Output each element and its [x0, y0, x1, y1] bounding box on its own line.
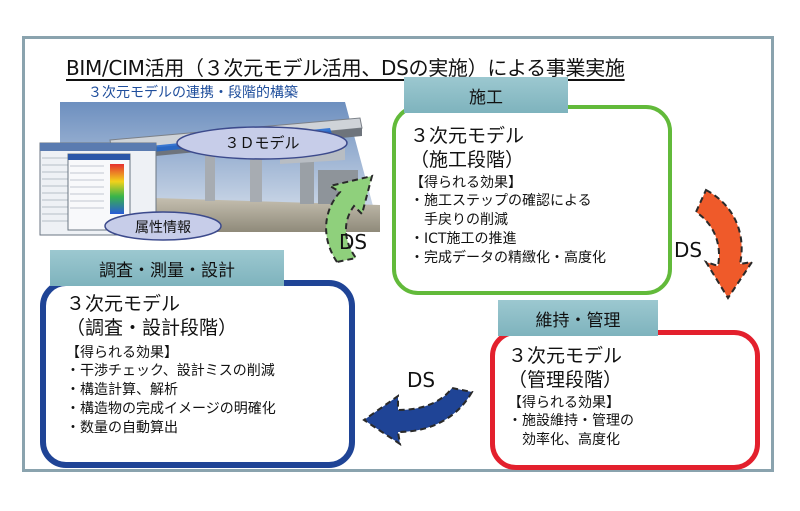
ds-label-bottom: DS: [407, 368, 436, 392]
survey-effect-item: ・干渉チェック、設計ミスの削減: [66, 363, 275, 379]
survey-stage-label: 調査・測量・設計: [50, 250, 284, 286]
main-title: BIM/CIM活用（３次元モデル活用、DSの実施）による事業実施: [66, 56, 625, 80]
maintenance-stage-content: ３次元モデル （管理段階） 【得られる効果】 ・施設維持・管理の 効率化、高度化: [508, 344, 634, 450]
construction-effect-item: 手戻りの削減: [410, 212, 508, 228]
ds-arrow-right: [694, 188, 755, 300]
survey-effect-item: ・数量の自動算出: [66, 420, 178, 436]
construction-stage-label: 施工: [404, 77, 568, 113]
attribute-callout-ellipse: [104, 211, 222, 241]
attribute-callout-label: 属性情報: [135, 220, 191, 236]
construction-phase: （施工段階）: [410, 149, 525, 171]
construction-model-title: ３次元モデル: [410, 125, 525, 147]
model-callout-ellipse: [176, 126, 348, 160]
ds-label-left: DS: [339, 230, 368, 254]
survey-stage-content: ３次元モデル （調査・設計段階） 【得られる効果】 ・干渉チェック、設計ミスの削…: [66, 292, 276, 438]
maintenance-effect-item: ・施設維持・管理の: [508, 413, 634, 429]
maintenance-model-title: ３次元モデル: [508, 345, 623, 367]
construction-stage-content: ３次元モデル （施工段階） 【得られる効果】 ・施工ステップの確認による 手戻り…: [410, 124, 606, 268]
maintenance-effect-item: 効率化、高度化: [508, 432, 620, 448]
maintenance-phase: （管理段階）: [508, 369, 623, 391]
construction-effect-item: ・施工ステップの確認による: [410, 193, 592, 209]
construction-effects-heading: 【得られる効果】: [410, 175, 522, 191]
ds-arrow-bottom: [362, 386, 474, 447]
construction-effect-item: ・完成データの精緻化・高度化: [410, 250, 606, 266]
survey-stage-box: [40, 280, 355, 468]
subtitle: ３次元モデルの連携・段階的構築: [88, 85, 298, 101]
survey-effect-item: ・構造物の完成イメージの明確化: [66, 401, 276, 417]
survey-model-title: ３次元モデル: [66, 293, 181, 315]
maintenance-stage-label: 維持・管理: [498, 300, 658, 336]
survey-effects-heading: 【得られる効果】: [66, 345, 178, 361]
construction-stage-box: [392, 105, 672, 295]
survey-effect-item: ・構造計算、解析: [66, 382, 178, 398]
construction-effect-item: ・ICT施工の推進: [410, 231, 517, 247]
model-callout-label: ３Ｄモデル: [224, 134, 300, 152]
survey-phase: （調査・設計段階）: [66, 317, 238, 339]
maintenance-effects-heading: 【得られる効果】: [508, 395, 620, 411]
ds-label-right: DS: [674, 238, 703, 262]
ds-arrow-left: [325, 174, 374, 264]
